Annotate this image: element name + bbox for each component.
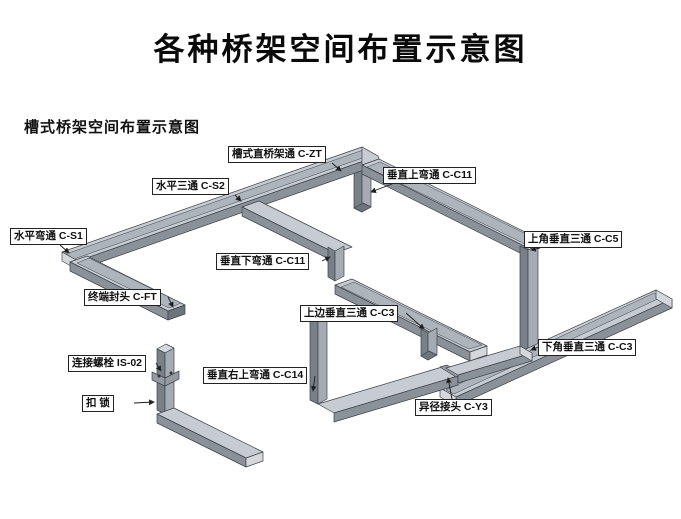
label-c-y3-text: 异径接头 C-Y3 bbox=[419, 401, 488, 413]
label-c-c14: 垂直右上弯通 C-C14 bbox=[203, 367, 308, 384]
leader-c-s1 bbox=[59, 244, 69, 253]
leader-c-zt bbox=[331, 162, 341, 171]
label-c-c11-up-text: 垂直上弯通 C-C11 bbox=[387, 169, 473, 181]
leader-c-c11-down bbox=[321, 257, 330, 261]
label-c-s2-text: 水平三通 C-S2 bbox=[156, 180, 225, 192]
label-c-c11-down-text: 垂直下弯通 C-C11 bbox=[220, 255, 306, 267]
label-c-ft: 终端封头 C-FT bbox=[84, 289, 161, 306]
bolt-dot bbox=[169, 371, 173, 375]
label-c-c3-lower-text: 下角垂直三通 C-C3 bbox=[542, 341, 633, 353]
label-c-c11-up: 垂直上弯通 C-C11 bbox=[383, 167, 477, 184]
label-c-y3: 异径接头 C-Y3 bbox=[415, 399, 492, 416]
tray-branch-tee bbox=[241, 200, 353, 263]
label-c-zt-text: 槽式直桥架通 C-ZT bbox=[232, 148, 322, 160]
tray-run-reducer bbox=[317, 345, 533, 423]
label-c-c11-down: 垂直下弯通 C-C11 bbox=[216, 253, 310, 270]
label-c-c5: 上角垂直三通 C-C5 bbox=[524, 231, 623, 248]
tray-drop-vertical bbox=[327, 245, 345, 282]
leader-c-y3 bbox=[448, 378, 453, 400]
label-c-c5-text: 上角垂直三通 C-C5 bbox=[528, 233, 619, 245]
leader-lines bbox=[59, 162, 541, 403]
leader-c-c14 bbox=[313, 375, 315, 391]
leader-c-c3-lower bbox=[531, 347, 539, 350]
tray-run-endcap bbox=[69, 255, 186, 321]
leader-c-s2 bbox=[234, 194, 241, 201]
leader-c-c3-upper bbox=[405, 312, 424, 329]
label-c-s1-text: 水平弯通 C-S1 bbox=[14, 230, 83, 242]
label-c-c3-lower: 下角垂直三通 C-C3 bbox=[538, 339, 637, 356]
label-is-02-text: 连接螺栓 IS-02 bbox=[72, 357, 143, 369]
leader-kousuo bbox=[133, 402, 154, 403]
tray-post-lower-left bbox=[151, 343, 264, 468]
label-c-c14-text: 垂直右上弯通 C-C14 bbox=[207, 369, 304, 381]
label-c-zt: 槽式直桥架通 C-ZT bbox=[228, 146, 326, 163]
label-c-s1: 水平弯通 C-S1 bbox=[10, 228, 87, 245]
leader-c-c11-up bbox=[371, 183, 393, 192]
page-title: 各种桥架空间布置示意图 bbox=[153, 32, 528, 67]
tray-run-main-upper bbox=[61, 146, 380, 271]
leader-c-ft bbox=[167, 296, 173, 307]
section-subtitle: 槽式桥架空间布置示意图 bbox=[24, 119, 201, 136]
tray-post-right bbox=[519, 244, 539, 353]
tray-column-middle bbox=[309, 312, 328, 405]
label-is-02: 连接螺栓 IS-02 bbox=[68, 355, 147, 372]
label-c-ft-text: 终端封头 C-FT bbox=[88, 291, 157, 303]
tray-run-mid bbox=[334, 278, 488, 362]
label-kousuo: 扣 锁 bbox=[82, 395, 114, 412]
leader-is-02 bbox=[155, 362, 161, 371]
label-c-c3-upper-text: 上边垂直三通 C-C3 bbox=[304, 307, 395, 319]
label-c-s2: 水平三通 C-S2 bbox=[152, 178, 229, 195]
label-kousuo-text: 扣 锁 bbox=[86, 397, 110, 409]
bolt-dot bbox=[157, 374, 161, 378]
label-c-c3-upper: 上边垂直三通 C-C3 bbox=[300, 305, 399, 322]
leader-c-c5 bbox=[531, 248, 541, 250]
